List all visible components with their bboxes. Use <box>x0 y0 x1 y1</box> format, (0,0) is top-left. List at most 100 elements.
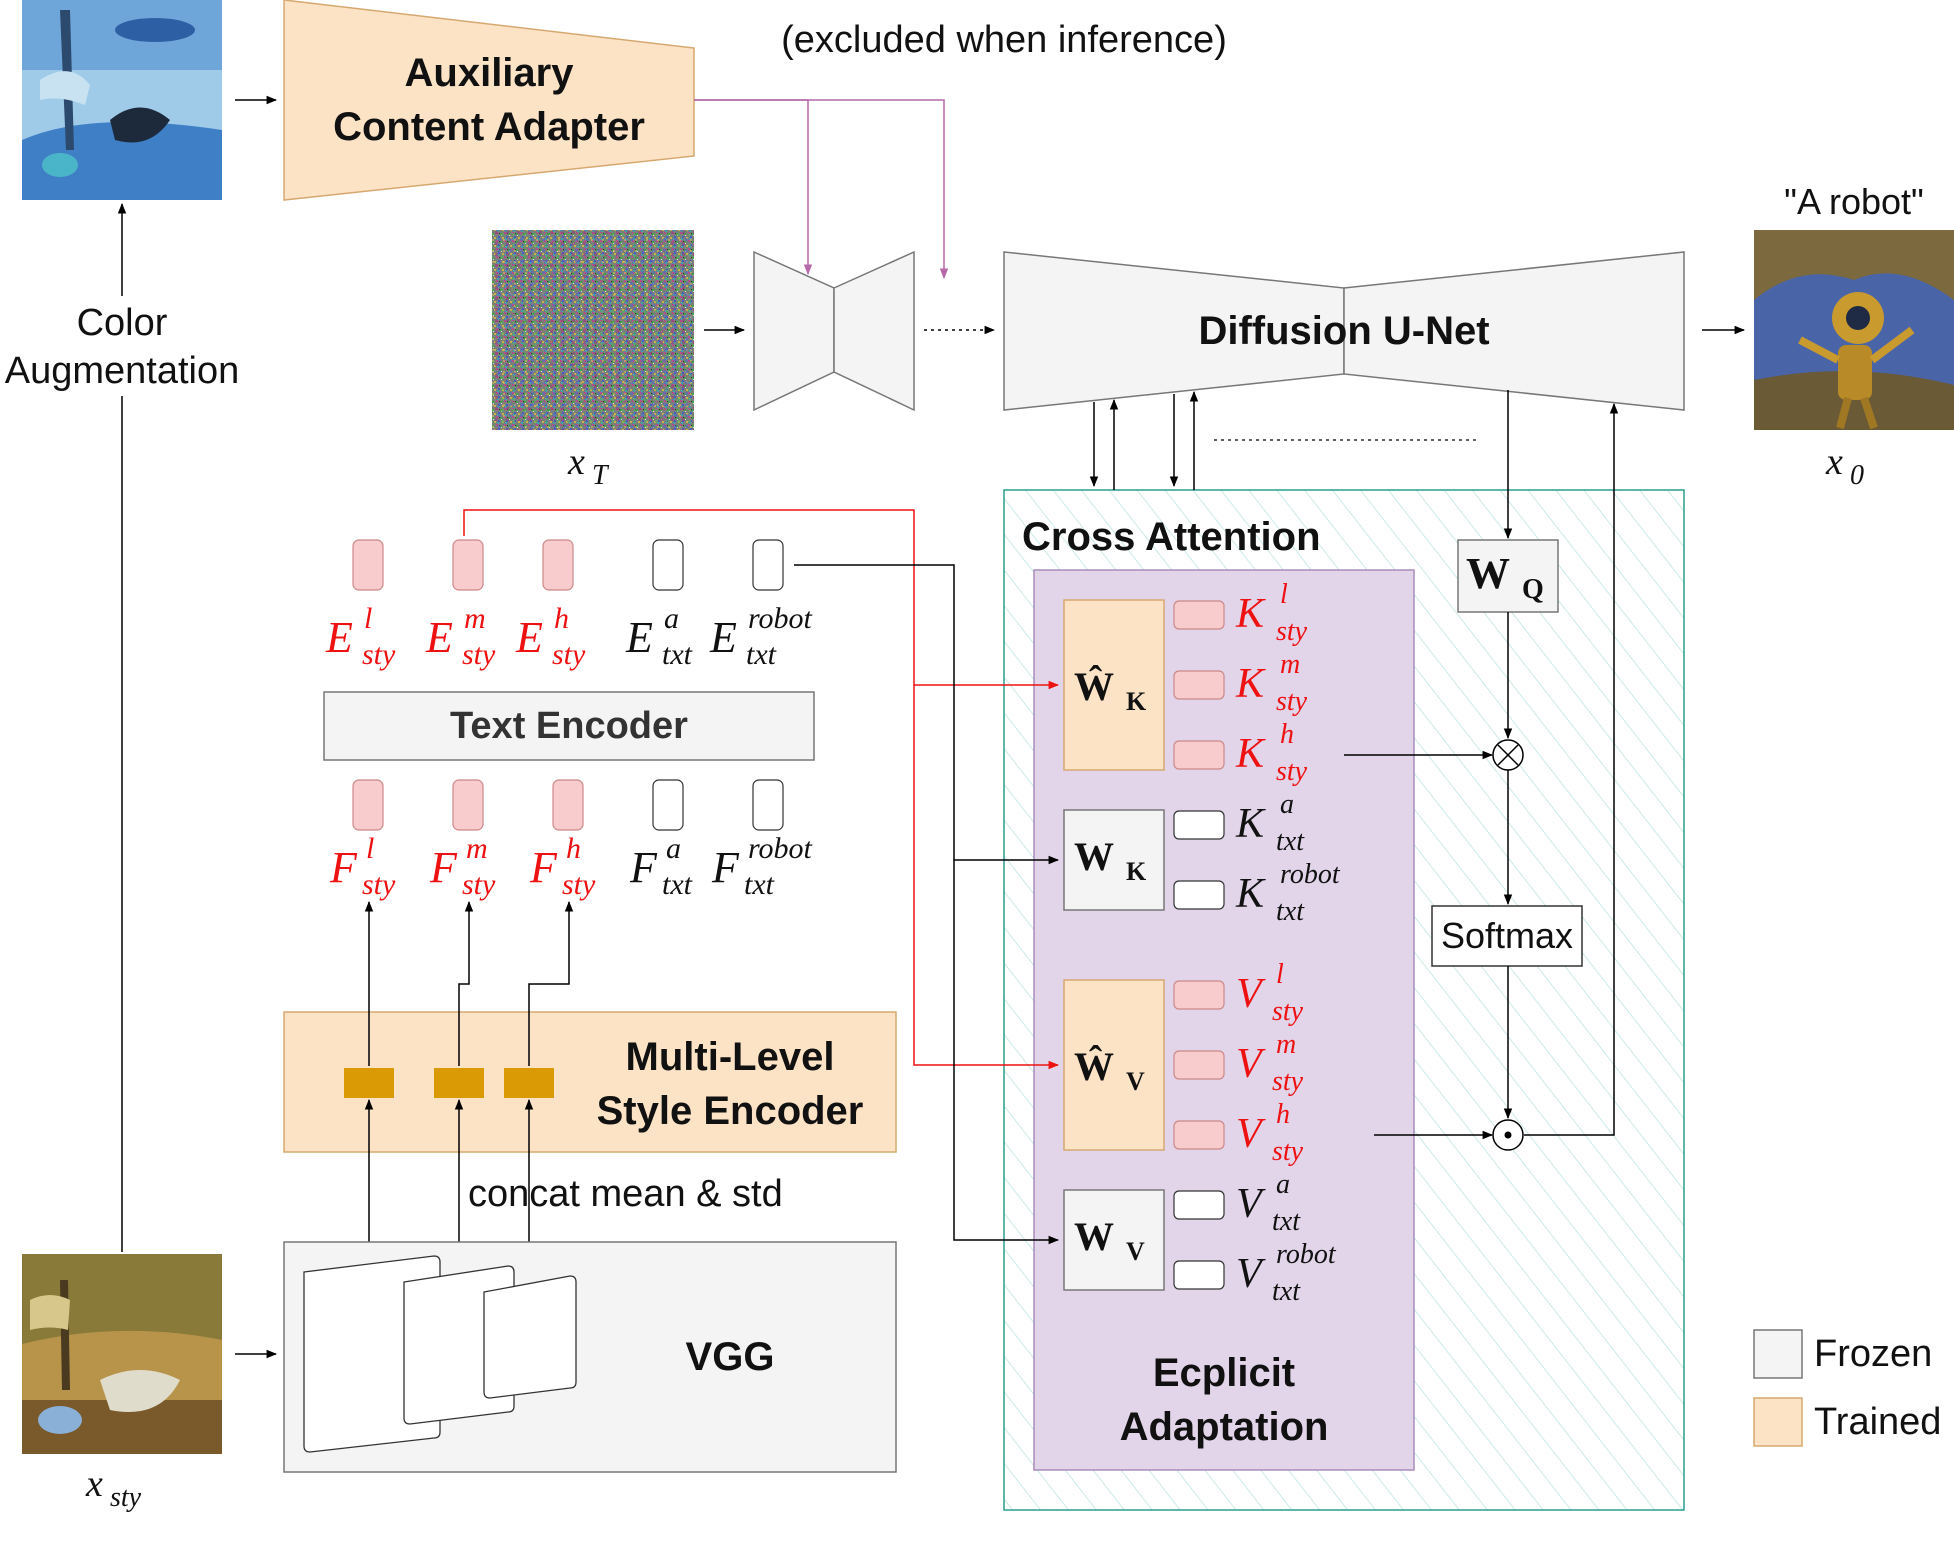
aux-adapter-line1: Auxiliary <box>405 51 575 95</box>
embed-sub-m: sty <box>462 638 496 671</box>
softmax-block: Softmax <box>1431 905 1583 967</box>
value-base-a: V <box>1236 1181 1266 1227</box>
embed-sup-a: a <box>664 602 679 635</box>
output-label: x <box>1825 441 1843 483</box>
legend-trained-swatch <box>1753 1397 1803 1447</box>
cross-attention-title: Cross Attention <box>1022 515 1321 559</box>
feature-tokens <box>352 779 784 831</box>
embed-sub-l: sty <box>362 638 396 671</box>
key-base-m: K <box>1235 661 1266 707</box>
embed-base-m: E <box>425 613 453 662</box>
key-base-h: K <box>1235 731 1266 777</box>
feature-sup-h: h <box>566 832 581 865</box>
value-sub-a: txt <box>1272 1206 1301 1237</box>
ms-encoder-line2: Style Encoder <box>597 1089 864 1133</box>
text-encoder: Text Encoder <box>323 691 815 761</box>
style-image-label: x <box>85 1463 103 1505</box>
feature-base-a: F <box>629 843 658 892</box>
key-sub-m: sty <box>1276 686 1308 717</box>
wv-main: W <box>1074 1214 1114 1259</box>
wk-hat-main: Ŵ <box>1074 664 1114 709</box>
augmented-style-image <box>22 0 222 200</box>
key-sub-a: txt <box>1276 826 1305 857</box>
embed-base-h: E <box>515 613 543 662</box>
explicit-line2: Adaptation <box>1120 1405 1329 1449</box>
output-sub: 0 <box>1850 460 1864 491</box>
feature-base-m: F <box>429 843 458 892</box>
embed-sup-robot: robot <box>748 602 813 635</box>
color-aug-line2: Augmentation <box>5 350 240 392</box>
wk-hat-sub: K <box>1126 687 1147 716</box>
wk-block: W K <box>1063 809 1165 911</box>
value-sub-robot: txt <box>1272 1276 1301 1307</box>
embed-sub-robot: txt <box>746 638 777 671</box>
value-sup-h: h <box>1276 1099 1290 1130</box>
wv-hat-sub: V <box>1126 1067 1145 1096</box>
embed-base-a: E <box>625 613 653 662</box>
attention-flow-arrows <box>1344 390 1619 1140</box>
encoder-to-feature-arrows <box>364 900 574 1066</box>
wv-hat-main: Ŵ <box>1074 1044 1114 1089</box>
feature-base-robot: F <box>711 843 740 892</box>
wv-sub: V <box>1126 1237 1145 1266</box>
feature-sup-robot: robot <box>748 832 813 865</box>
adapter-injection-arrows <box>694 99 949 280</box>
output-image <box>1754 230 1954 430</box>
noise-sub: T <box>592 460 610 491</box>
wv-block: W V <box>1063 1189 1165 1291</box>
weighted-sum-operator <box>1492 1119 1524 1151</box>
style-embedding-routes <box>463 509 1060 1070</box>
style-image-sub: sty <box>110 1482 142 1513</box>
key-sup-m: m <box>1280 649 1300 680</box>
concat-label: concat mean & std <box>468 1173 783 1215</box>
embed-sub-h: sty <box>552 638 586 671</box>
legend-frozen-label: Frozen <box>1814 1333 1932 1375</box>
key-sub-h: sty <box>1276 756 1308 787</box>
feature-labels: F l sty F m sty F h sty F a txt F robot … <box>329 832 813 901</box>
feature-sup-m: m <box>466 832 488 865</box>
vgg-block: VGG <box>283 1241 897 1473</box>
auxiliary-content-adapter: Auxiliary Content Adapter <box>283 0 695 201</box>
embedding-tokens <box>352 539 784 591</box>
text-embedding-routes <box>794 564 1060 1245</box>
embedding-labels: E l sty E m sty E h sty E a txt E robot … <box>325 602 813 671</box>
excluded-note: (excluded when inference) <box>781 19 1227 61</box>
feature-sup-a: a <box>666 832 681 865</box>
key-base-robot: K <box>1235 871 1266 917</box>
value-sub-m: sty <box>1272 1066 1304 1097</box>
embed-sup-h: h <box>554 602 569 635</box>
value-base-robot: V <box>1236 1251 1266 1297</box>
feature-sub-h: sty <box>562 868 596 901</box>
feature-base-l: F <box>329 843 358 892</box>
feature-sub-l: sty <box>362 868 396 901</box>
wq-block: W Q <box>1457 539 1559 613</box>
feature-sub-robot: txt <box>744 868 775 901</box>
value-sup-l: l <box>1276 959 1284 990</box>
key-sup-a: a <box>1280 789 1294 820</box>
legend: Frozen Trained <box>1753 1329 1941 1447</box>
multi-level-style-encoder: Multi-Level Style Encoder <box>283 1011 897 1153</box>
wv-hat-block: Ŵ V <box>1063 979 1165 1151</box>
value-sub-l: sty <box>1272 996 1304 1027</box>
small-unet <box>753 250 915 412</box>
embed-base-l: E <box>325 613 353 662</box>
unet-attention-arrows <box>1089 390 1480 490</box>
value-base-l: V <box>1236 971 1266 1017</box>
key-sup-h: h <box>1280 719 1294 750</box>
prompt-text: "A robot" <box>1784 181 1924 222</box>
key-tokens <box>1173 600 1225 910</box>
key-labels: K l sty K m sty K h sty K a txt K robot … <box>1235 579 1341 927</box>
style-image <box>22 1254 222 1454</box>
ms-encoder-line1: Multi-Level <box>626 1035 835 1079</box>
embed-base-robot: E <box>709 613 737 662</box>
key-sub-robot: txt <box>1276 896 1305 927</box>
value-sub-h: sty <box>1272 1136 1304 1167</box>
feature-sup-l: l <box>366 832 374 865</box>
value-base-h: V <box>1236 1111 1266 1157</box>
wk-main: W <box>1074 834 1114 879</box>
noise-label: x <box>567 441 585 483</box>
value-tokens <box>1173 980 1225 1290</box>
unet-label: Diffusion U-Net <box>1198 309 1489 353</box>
